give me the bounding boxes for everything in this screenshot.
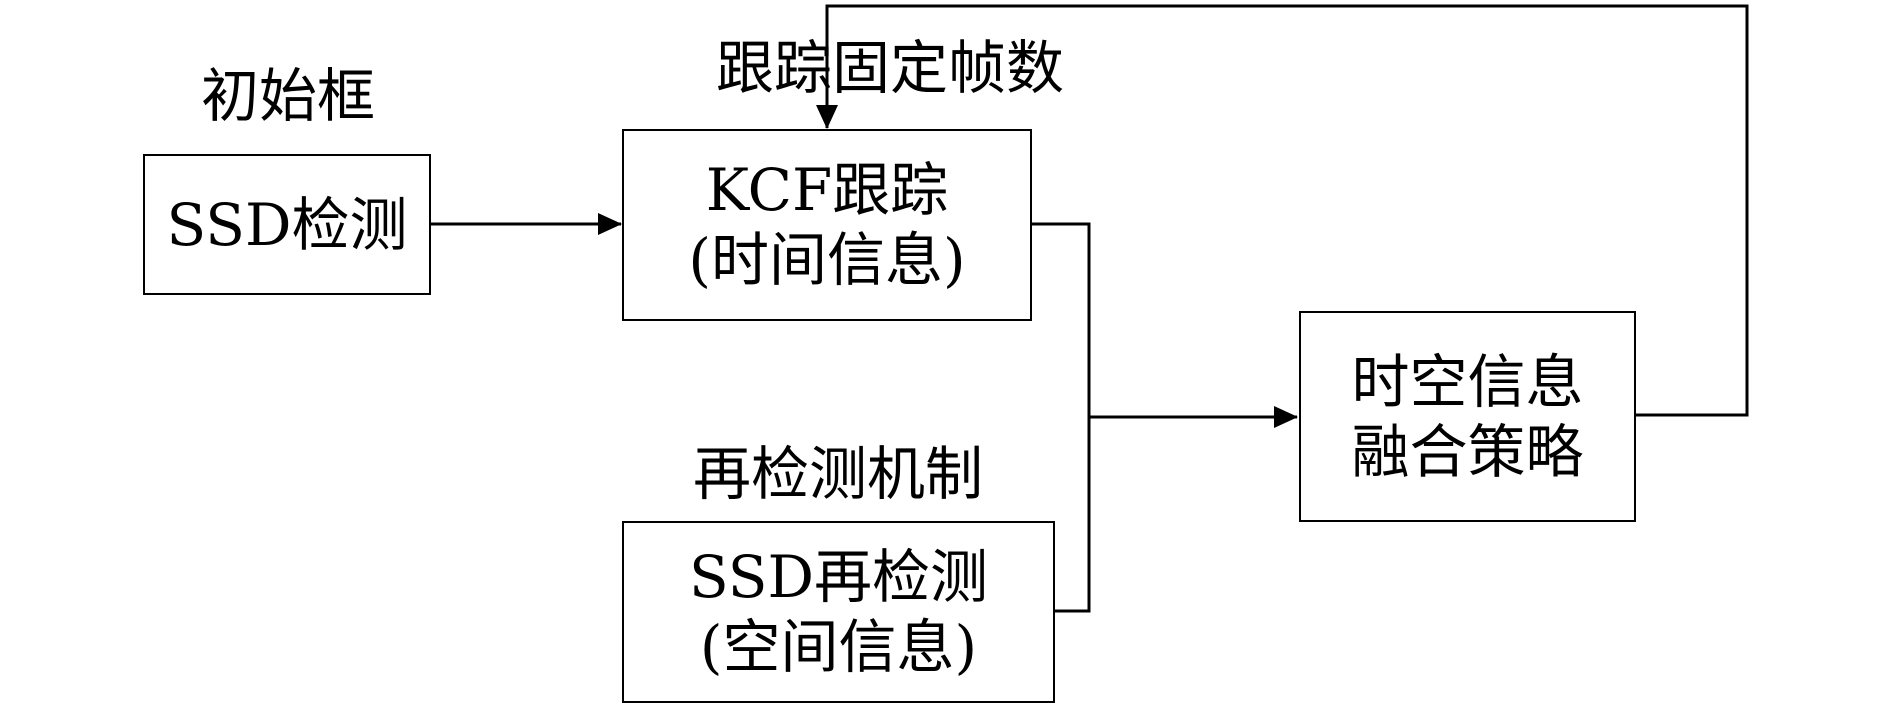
node-kcf-track-line-2: (时间信息) (688, 226, 966, 294)
node-fusion-line-2: 融合策略 (1351, 417, 1584, 486)
edge-kcf-to-junction (1031, 222, 1091, 417)
node-fusion-line-1: 时空信息 (1351, 347, 1584, 416)
node-ssd-detect-line-1: SSD检测 (166, 190, 408, 259)
node-kcf-track: KCF跟踪 (时间信息) (622, 129, 1032, 321)
edge-fusion-feedback-to-kcf (816, 4, 1749, 417)
node-kcf-track-line-1: KCF跟踪 (705, 156, 949, 224)
label-initial-box: 初始框 (200, 62, 376, 130)
node-ssd-redetect-line-2: (空间信息) (699, 613, 978, 681)
label-track-fixed-frames: 跟踪固定帧数 (715, 34, 1065, 102)
label-redetect-mechanism: 再检测机制 (692, 440, 984, 508)
node-ssd-redetect: SSD再检测 (空间信息) (622, 521, 1055, 703)
edge-redetect-to-junction (1053, 417, 1091, 613)
node-fusion-strategy: 时空信息 融合策略 (1299, 311, 1636, 522)
node-ssd-redetect-line-1: SSD再检测 (689, 543, 988, 611)
node-ssd-detect: SSD检测 (143, 154, 431, 295)
